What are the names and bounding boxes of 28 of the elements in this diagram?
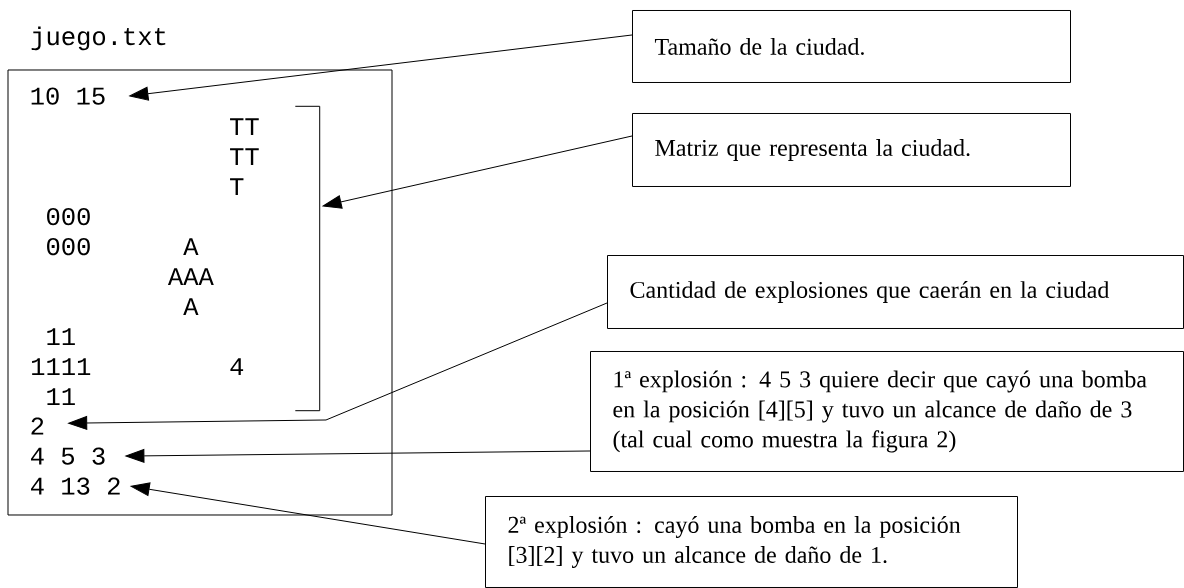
arrow (322, 135, 633, 209)
callout-box: Matriz que representa la ciudad. (632, 113, 1071, 187)
text-line: 4 13 2 (31, 477, 120, 495)
callout-box: 2ª explosión : cayó una bomba en la posición [3][2] y tuvo un alcance de daño de 1. (485, 496, 1018, 588)
callout-box: Tamaño de la ciudad. (632, 10, 1071, 83)
arrow (125, 448, 591, 463)
text-line: 000 (47, 237, 90, 256)
arrow (129, 34, 633, 101)
text-line: A (183, 238, 199, 255)
text-line: 11 (47, 328, 75, 345)
callout-box: 1ª explosión : 4 5 3 quiere decir que cayó una bomba en la posición [4][5] y tuvo un alcance de daño de 3 (tal cual como muestra la figura 2) (590, 351, 1184, 472)
text-line: T (230, 178, 244, 195)
text-line: A (183, 298, 199, 315)
text-line: 1111 (32, 358, 91, 375)
file-name: juego.txt (31, 26, 166, 51)
text-line: TT (230, 148, 259, 165)
text-line: 11 (47, 388, 75, 405)
text-line: 000 (47, 207, 90, 226)
callout-box: Cantidad de explosiones que caerán en la ciudad (607, 255, 1184, 329)
text-line: 10 15 (31, 87, 105, 105)
arrow (130, 482, 486, 545)
bracket (294, 105, 321, 412)
text-line: 4 5 3 (31, 447, 105, 465)
text-line: 2 (31, 417, 44, 435)
text-line: 4 (230, 358, 244, 375)
arrow (68, 302, 608, 430)
text-line: TT (230, 118, 259, 135)
text-line: AAA (167, 268, 214, 285)
